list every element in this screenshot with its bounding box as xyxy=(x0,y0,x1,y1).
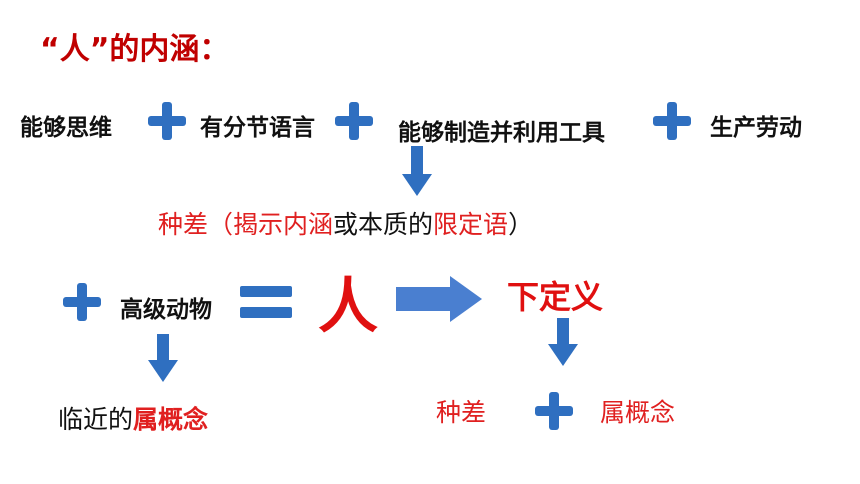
genus-label: 高级动物 xyxy=(120,297,212,323)
attribute-language: 有分节语言 xyxy=(200,115,315,141)
differentia-text: 种差（揭示内涵或本质的限定语） xyxy=(158,205,533,241)
proximate-genus-text: 临近的属概念 xyxy=(58,400,208,436)
attribute-think: 能够思维 xyxy=(20,115,112,141)
proximate-highlight: 属概念 xyxy=(133,405,209,434)
differentia-highlight-2: 限定语 xyxy=(433,210,509,239)
down-arrow-icon xyxy=(148,334,178,382)
down-arrow-icon xyxy=(548,318,578,366)
equals-icon xyxy=(240,286,292,318)
attribute-tools: 能够制造并利用工具 xyxy=(398,120,605,146)
page-title: “人”的内涵： xyxy=(40,32,230,67)
attribute-labor: 生产劳动 xyxy=(710,115,802,141)
plus-icon xyxy=(535,392,573,430)
proximate-prefix: 临近的 xyxy=(58,405,134,434)
formula-differentia: 种差 xyxy=(436,398,487,427)
right-arrow-icon xyxy=(396,276,482,322)
differentia-mid: 或本质的 xyxy=(333,210,434,239)
differentia-highlight-1: 内涵 xyxy=(283,210,334,239)
differentia-prefix: 种差（揭示 xyxy=(158,210,284,239)
definition-label: 下定义 xyxy=(507,278,604,316)
differentia-suffix: ） xyxy=(508,210,534,239)
plus-icon xyxy=(335,102,373,140)
person-term: 人 xyxy=(318,272,378,342)
plus-icon xyxy=(653,102,691,140)
plus-icon xyxy=(148,102,186,140)
formula-genus: 属概念 xyxy=(600,398,676,427)
plus-icon xyxy=(63,283,101,321)
down-arrow-icon xyxy=(402,146,432,196)
